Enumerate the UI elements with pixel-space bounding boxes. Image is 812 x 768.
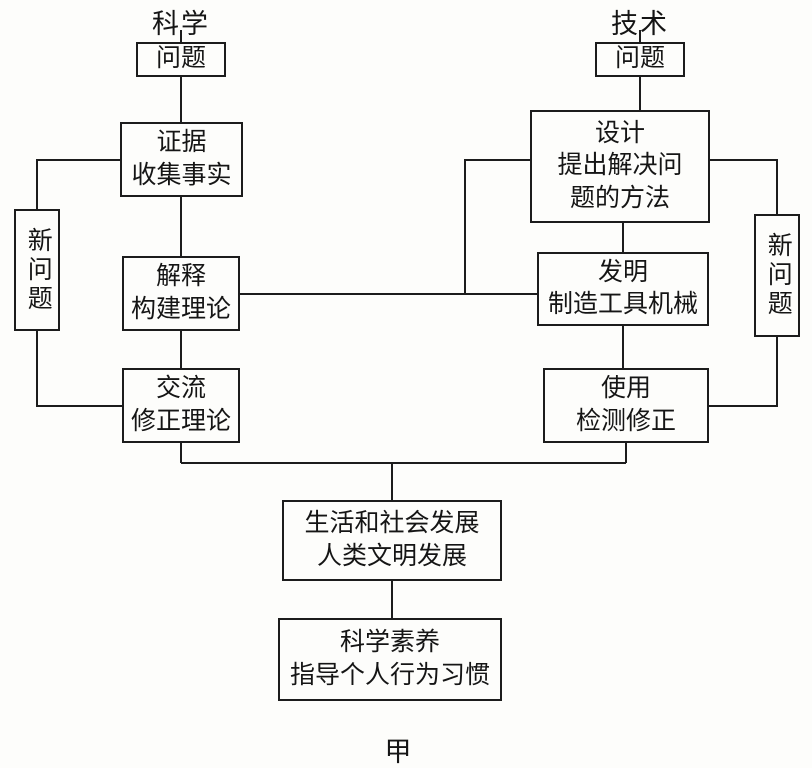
box-line: 问题: [155, 45, 206, 73]
box-line: 提出解决问: [557, 152, 683, 180]
box-line: 检测修正: [575, 407, 676, 435]
box-design: 设计 提出解决问 题的方法: [530, 110, 710, 223]
box-line: 题的方法: [569, 184, 670, 212]
box-line: 新问题: [24, 226, 52, 314]
box-line: 使用: [600, 375, 651, 402]
box-scientific-literacy: 科学素养 指导个人行为习惯: [278, 618, 502, 701]
box-society-development: 生活和社会发展 人类文明发展: [282, 500, 502, 581]
box-line: 交流: [155, 375, 206, 402]
box-line: 制造工具机械: [547, 291, 698, 318]
box-line: 人类文明发展: [316, 542, 467, 570]
box-line: 收集事实: [131, 161, 232, 189]
box-line: 指导个人行为习惯: [289, 661, 490, 689]
box-line: 修正理论: [130, 407, 231, 435]
box-technology-problem: 问题: [595, 42, 685, 77]
box-evidence: 证据 收集事实: [120, 122, 243, 197]
box-line: 发明: [597, 258, 648, 286]
technology-column-label: 技术: [611, 9, 669, 39]
figure-caption: 甲: [384, 737, 412, 767]
box-explain: 解释 构建理论: [122, 256, 240, 331]
box-line: 问题: [614, 45, 665, 73]
box-communicate: 交流 修正理论: [122, 368, 240, 443]
box-line: 解释: [155, 263, 206, 290]
box-use: 使用 检测修正: [543, 368, 709, 443]
box-new-problem-left: 新问题: [14, 209, 60, 331]
box-line: 构建理论: [130, 295, 231, 323]
box-line: 科学素养: [339, 629, 440, 656]
box-new-problem-right: 新问题: [754, 214, 800, 337]
box-line: 设计: [594, 119, 645, 147]
box-science-problem: 问题: [136, 42, 226, 77]
box-line: 证据: [156, 129, 207, 156]
box-line: 新问题: [764, 232, 792, 319]
box-line: 生活和社会发展: [304, 510, 480, 537]
box-invent: 发明 制造工具机械: [537, 252, 709, 326]
science-column-label: 科学: [152, 9, 210, 39]
